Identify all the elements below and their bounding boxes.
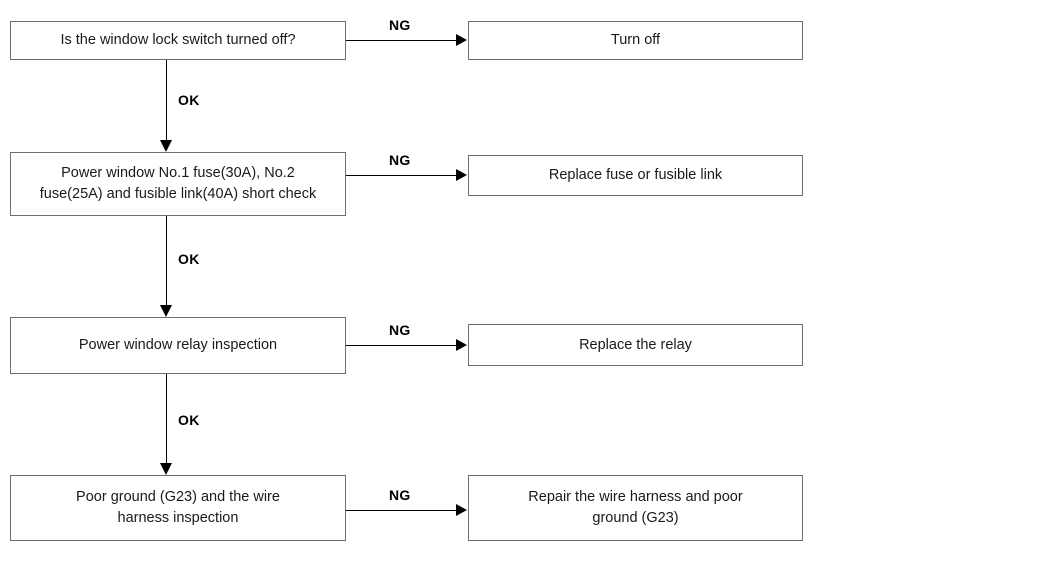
edge-label-ng-row4: NG <box>389 487 411 503</box>
action-box-repair-harness-ground[interactable]: Repair the wire harness and poor ground … <box>468 475 803 541</box>
edge-label-ok-row1: OK <box>178 92 200 108</box>
arrowhead-ok-row2 <box>160 305 172 317</box>
arrowhead-ng-row4 <box>456 504 467 516</box>
arrowhead-ng-row2 <box>456 169 467 181</box>
connector-ng-row2 <box>346 175 457 176</box>
connector-ok-row2 <box>166 216 167 306</box>
edge-label-ng-row1: NG <box>389 17 411 33</box>
arrowhead-ok-row1 <box>160 140 172 152</box>
connector-ng-row4 <box>346 510 457 511</box>
action-box-replace-fuse[interactable]: Replace fuse or fusible link <box>468 155 803 196</box>
decision-box-window-lock-switch[interactable]: Is the window lock switch turned off? <box>10 21 346 60</box>
connector-ng-row3 <box>346 345 457 346</box>
decision-box-fuse-short-check[interactable]: Power window No.1 fuse(30A), No.2 fuse(2… <box>10 152 346 216</box>
arrowhead-ng-row3 <box>456 339 467 351</box>
connector-ok-row3 <box>166 374 167 464</box>
action-box-replace-relay[interactable]: Replace the relay <box>468 324 803 366</box>
action-box-turn-off[interactable]: Turn off <box>468 21 803 60</box>
edge-label-ok-row2: OK <box>178 251 200 267</box>
arrowhead-ok-row3 <box>160 463 172 475</box>
decision-box-relay-inspection[interactable]: Power window relay inspection <box>10 317 346 374</box>
connector-ng-row1 <box>346 40 457 41</box>
edge-label-ng-row2: NG <box>389 152 411 168</box>
arrowhead-ng-row1 <box>456 34 467 46</box>
connector-ok-row1 <box>166 60 167 141</box>
edge-label-ng-row3: NG <box>389 322 411 338</box>
decision-box-poor-ground-harness[interactable]: Poor ground (G23) and the wire harness i… <box>10 475 346 541</box>
edge-label-ok-row3: OK <box>178 412 200 428</box>
